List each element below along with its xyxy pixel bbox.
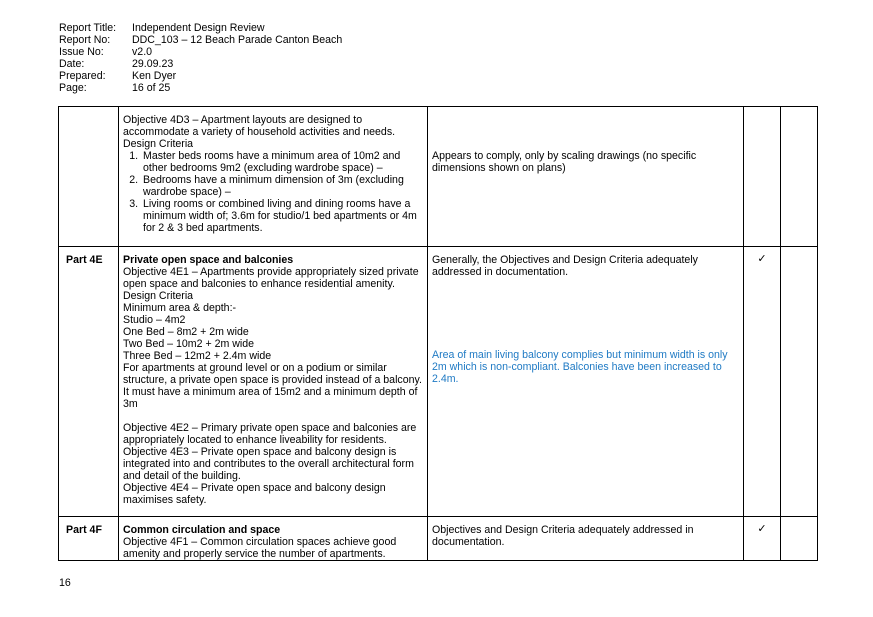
- header-row-title: Report Title: Independent Design Review: [59, 22, 342, 34]
- header-row-page: Page: 16 of 25: [59, 82, 342, 94]
- empty-cell: [780, 516, 818, 561]
- criteria-line: Studio – 4m2: [123, 314, 186, 326]
- criteria-line: For apartments at ground level or on a p…: [123, 362, 422, 410]
- objective-text: Objective 4E2 – Primary private open spa…: [123, 422, 417, 446]
- report-date: 29.09.23: [132, 58, 174, 70]
- table-row-4e: Part 4E Private open space and balconies…: [58, 246, 818, 517]
- page-number: 16: [59, 577, 71, 589]
- comment-text: Generally, the Objectives and Design Cri…: [432, 254, 698, 278]
- criteria-line: Minimum area & depth:-: [123, 302, 237, 314]
- empty-cell: [780, 106, 818, 247]
- comment-text: Objectives and Design Criteria adequatel…: [432, 524, 694, 548]
- header-label: Issue No:: [59, 46, 104, 58]
- comment-note-blue: Area of main living balcony complies but…: [432, 349, 728, 385]
- part-cell: Part 4E: [58, 246, 119, 517]
- comment-cell: Objectives and Design Criteria adequatel…: [427, 516, 744, 561]
- design-review-table: Objective 4D3 – Apartment layouts are de…: [58, 106, 818, 561]
- header-label: Report Title:: [59, 22, 117, 34]
- objective-text: Objective 4E1 – Apartments provide appro…: [123, 266, 419, 290]
- objective-cell: Objective 4D3 – Apartment layouts are de…: [118, 106, 428, 247]
- objective-text: Objective 4F1 – Common circulation space…: [123, 536, 397, 560]
- design-criteria-heading: Design Criteria: [123, 138, 194, 150]
- header-row-issue: Issue No: v2.0: [59, 46, 342, 58]
- compliance-tick-cell: ✓: [743, 516, 781, 561]
- objective-cell: Common circulation and space Objective 4…: [118, 516, 428, 561]
- design-criteria-heading: Design Criteria: [123, 290, 194, 302]
- part-cell: Part 4F: [58, 516, 119, 561]
- header-label: Page:: [59, 82, 87, 94]
- objective-text: Objective 4E4 – Private open space and b…: [123, 482, 386, 506]
- report-number: DDC_103 – 12 Beach Parade Canton Beach: [132, 34, 343, 46]
- table-row-4f: Part 4F Common circulation and space Obj…: [58, 516, 818, 561]
- report-header: Report Title: Independent Design Review …: [59, 22, 342, 94]
- objective-cell: Private open space and balconies Objecti…: [118, 246, 428, 517]
- objective-text: Objective 4D3 – Apartment layouts are de…: [123, 114, 396, 138]
- header-row-date: Date: 29.09.23: [59, 58, 342, 70]
- list-item: Master beds rooms have a minimum area of…: [141, 150, 423, 174]
- page-count: 16 of 25: [132, 82, 171, 94]
- table-row-4d3: Objective 4D3 – Apartment layouts are de…: [58, 106, 818, 247]
- part-cell: [58, 106, 119, 247]
- header-label: Date:: [59, 58, 85, 70]
- header-row-number: Report No: DDC_103 – 12 Beach Parade Can…: [59, 34, 342, 46]
- criteria-list: Master beds rooms have a minimum area of…: [123, 150, 423, 234]
- comment-cell: Appears to comply, only by scaling drawi…: [427, 106, 744, 247]
- header-row-prepared: Prepared: Ken Dyer: [59, 70, 342, 82]
- header-label: Prepared:: [59, 70, 106, 82]
- list-item: Living rooms or combined living and dini…: [141, 198, 423, 234]
- compliance-tick-cell: [743, 106, 781, 247]
- criteria-line: Three Bed – 12m2 + 2.4m wide: [123, 350, 272, 362]
- objective-text: Objective 4E3 – Private open space and b…: [123, 446, 414, 482]
- empty-cell: [780, 246, 818, 517]
- criteria-line: Two Bed – 10m2 + 2m wide: [123, 338, 255, 350]
- comment-cell: Generally, the Objectives and Design Cri…: [427, 246, 744, 517]
- compliance-tick-cell: ✓: [743, 246, 781, 517]
- header-label: Report No:: [59, 34, 111, 46]
- issue-number: v2.0: [132, 46, 153, 58]
- list-item: Bedrooms have a minimum dimension of 3m …: [141, 174, 423, 198]
- criteria-line: One Bed – 8m2 + 2m wide: [123, 326, 249, 338]
- comment-text: Appears to comply, only by scaling drawi…: [432, 150, 697, 174]
- section-title: Common circulation and space: [123, 524, 281, 536]
- report-title: Independent Design Review: [132, 22, 265, 34]
- prepared-by: Ken Dyer: [132, 70, 177, 82]
- section-title: Private open space and balconies: [123, 254, 294, 266]
